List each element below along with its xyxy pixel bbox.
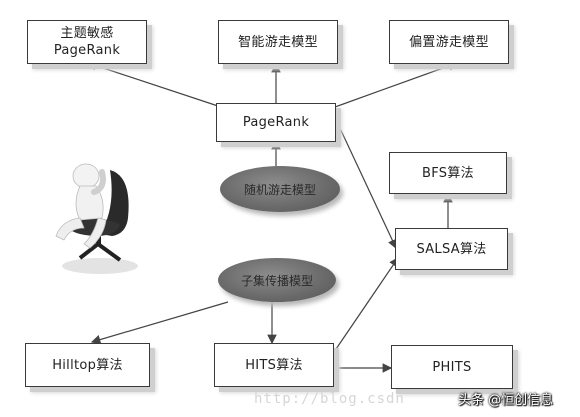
node-salsa-label: SALSA算法 bbox=[416, 241, 487, 257]
node-bfs-label: BFS算法 bbox=[422, 165, 474, 181]
watermark-url: http://blog.csdn bbox=[254, 391, 405, 407]
node-hits-label: HITS算法 bbox=[245, 357, 303, 373]
node-topic-sensitive-line2: PageRank bbox=[53, 43, 121, 58]
node-phits: PHITS bbox=[391, 345, 513, 389]
edge-hits-to-salsa bbox=[333, 257, 399, 353]
node-biased-surfer-label: 偏置游走模型 bbox=[409, 34, 489, 50]
brand-label: 头条 @恒创信息 bbox=[458, 393, 554, 408]
node-biased-surfer: 偏置游走模型 bbox=[389, 20, 509, 64]
edge-subset-to-hilltop bbox=[90, 301, 229, 345]
ellipse-random-surfer: 随机游走模型 bbox=[220, 166, 340, 212]
node-smart-surfer-label: 智能游走模型 bbox=[238, 34, 318, 50]
ellipse-random-surfer-label: 随机游走模型 bbox=[243, 182, 316, 197]
edge-pagerank-to-salsa bbox=[337, 123, 397, 250]
node-salsa: SALSA算法 bbox=[395, 228, 508, 270]
ellipse-subset-propagation: 子集传播模型 bbox=[218, 258, 336, 302]
node-topic-sensitive-line1: 主题敏感 bbox=[60, 26, 114, 41]
node-pagerank: PageRank bbox=[216, 103, 336, 142]
thinking-figure-illustration bbox=[55, 163, 138, 274]
edge-pagerank-to-biased-surfer bbox=[334, 61, 459, 108]
node-hilltop: Hilltop算法 bbox=[25, 343, 150, 387]
node-pagerank-label: PageRank bbox=[242, 115, 310, 130]
node-bfs: BFS算法 bbox=[389, 152, 507, 194]
node-hilltop-label: Hilltop算法 bbox=[52, 357, 123, 373]
node-phits-label: PHITS bbox=[432, 359, 472, 375]
node-smart-surfer: 智能游走模型 bbox=[218, 20, 338, 64]
node-hits: HITS算法 bbox=[214, 343, 334, 387]
node-topic-sensitive-pagerank: 主题敏感 PageRank bbox=[27, 20, 147, 64]
ellipse-subset-propagation-label: 子集传播模型 bbox=[240, 273, 313, 288]
edge-pagerank-to-topic-sensitive bbox=[86, 61, 219, 107]
